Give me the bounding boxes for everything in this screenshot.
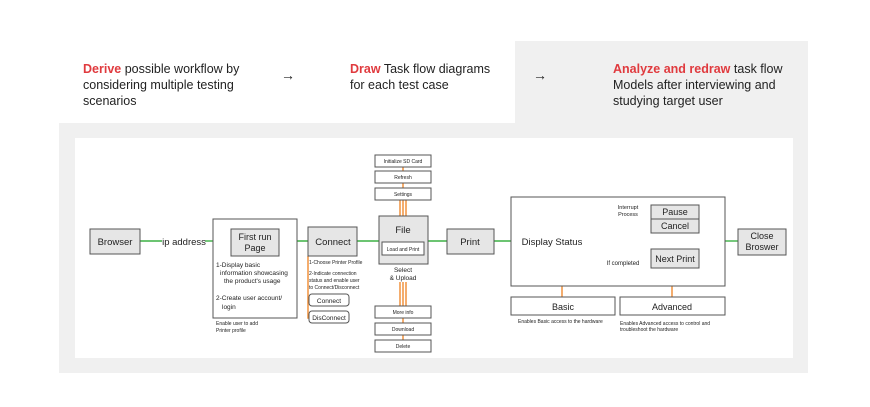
step-derive: Derive possible workflow by considering … (83, 61, 263, 109)
first-run-note: 2-Create user account/ (216, 295, 282, 302)
load-print-button (381, 241, 425, 256)
step-text-line2: Models after interviewing and (613, 78, 776, 92)
interrupt-label: Process (618, 212, 638, 218)
task-flow-svg: Browser ip address First run Page 1-Disp… (89, 154, 787, 353)
step-text: Task flow diagrams (383, 62, 491, 76)
sd-item (374, 154, 432, 168)
connect-note: 1-Choose Printer Profile (309, 260, 363, 266)
print-label: Print (460, 237, 480, 248)
if-completed-label: If completed (607, 261, 640, 267)
advanced-note: Enables Advanced access to control and (620, 321, 710, 327)
disconnect-button-label: DisConnect (312, 315, 346, 322)
connect-note: status and enable user (309, 278, 360, 284)
file-item (374, 339, 432, 353)
task-flow-diagram: Browser ip address First run Page 1-Disp… (75, 138, 793, 358)
basic-node (510, 296, 616, 316)
first-run-note: 1-Display basic (216, 262, 261, 269)
first-run-label: First run (238, 232, 271, 242)
first-run-note: information showcasing (220, 270, 288, 277)
close-browser-label: Broswer (745, 242, 778, 252)
file-item-label: Download (392, 327, 414, 333)
step-highlight: Derive (83, 62, 122, 76)
connect-button (308, 293, 350, 307)
sd-item-label: Settings (394, 192, 413, 198)
file-item (374, 305, 432, 319)
enable-user-note: Printer profile (216, 328, 246, 334)
advanced-node (619, 296, 726, 316)
connect-node (307, 226, 358, 257)
active-step-background (515, 41, 808, 123)
file-label: File (395, 225, 410, 236)
cancel-node (650, 218, 700, 234)
cancel-label: Cancel (661, 221, 689, 231)
connect-note: 2-Indicate connection (309, 271, 357, 277)
sd-item (374, 170, 432, 184)
file-item-label: More info (393, 310, 414, 316)
step-draw: Draw Task flow diagrams for each test ca… (350, 61, 520, 93)
step-text-line2: considering multiple testing (83, 78, 234, 92)
next-print-node (650, 248, 700, 269)
enable-user-note: Enable user to add (216, 321, 258, 327)
sd-item (374, 187, 432, 201)
step-text-line2: for each test case (350, 78, 449, 92)
browser-label: Browser (98, 237, 133, 248)
close-browser-label: Close (750, 231, 773, 241)
file-item-label: Delete (396, 344, 411, 350)
display-status-label: Display Status (522, 237, 583, 248)
browser-node (89, 228, 141, 255)
advanced-label: Advanced (652, 302, 692, 312)
step-text: possible workflow by (124, 62, 240, 76)
ip-address-label: ip address (162, 237, 206, 248)
load-print-label: Load and Print (387, 247, 420, 253)
connect-note: to Connect/Disconnect (309, 285, 360, 291)
advanced-note: troubleshoot the hardware (620, 327, 678, 333)
sd-item-label: Initialize SD Card (384, 159, 423, 165)
sd-item-label: Refresh (394, 175, 412, 181)
first-run-node (230, 228, 280, 257)
first-run-label: Page (244, 243, 265, 253)
step-highlight: Draw (350, 62, 381, 76)
first-run-note: the product's usage (224, 278, 281, 285)
step-analyze: Analyze and redraw task flow Models afte… (613, 61, 803, 109)
close-browser-node (737, 228, 787, 256)
select-upload-label: Select (394, 267, 412, 274)
interrupt-label: Interrupt (618, 205, 639, 211)
select-upload-label: & Upload (390, 275, 417, 282)
basic-note: Enables Basic access to the hardware (518, 319, 603, 325)
connect-button-label: Connect (317, 298, 341, 305)
arrow-right-icon: → (533, 67, 547, 83)
file-node (378, 215, 429, 265)
pause-label: Pause (662, 207, 688, 217)
print-node (446, 228, 495, 255)
next-print-label: Next Print (655, 254, 695, 264)
disconnect-button (308, 310, 350, 324)
file-item (374, 322, 432, 336)
step-text-line3: studying target user (613, 94, 723, 108)
step-text: task flow (733, 62, 783, 76)
first-run-note: login (222, 304, 236, 311)
step-text-line3: scenarios (83, 94, 137, 108)
step-highlight: Analyze and redraw (613, 62, 731, 76)
connect-label: Connect (315, 237, 351, 248)
arrow-right-icon: → (281, 67, 295, 83)
basic-label: Basic (552, 302, 575, 312)
